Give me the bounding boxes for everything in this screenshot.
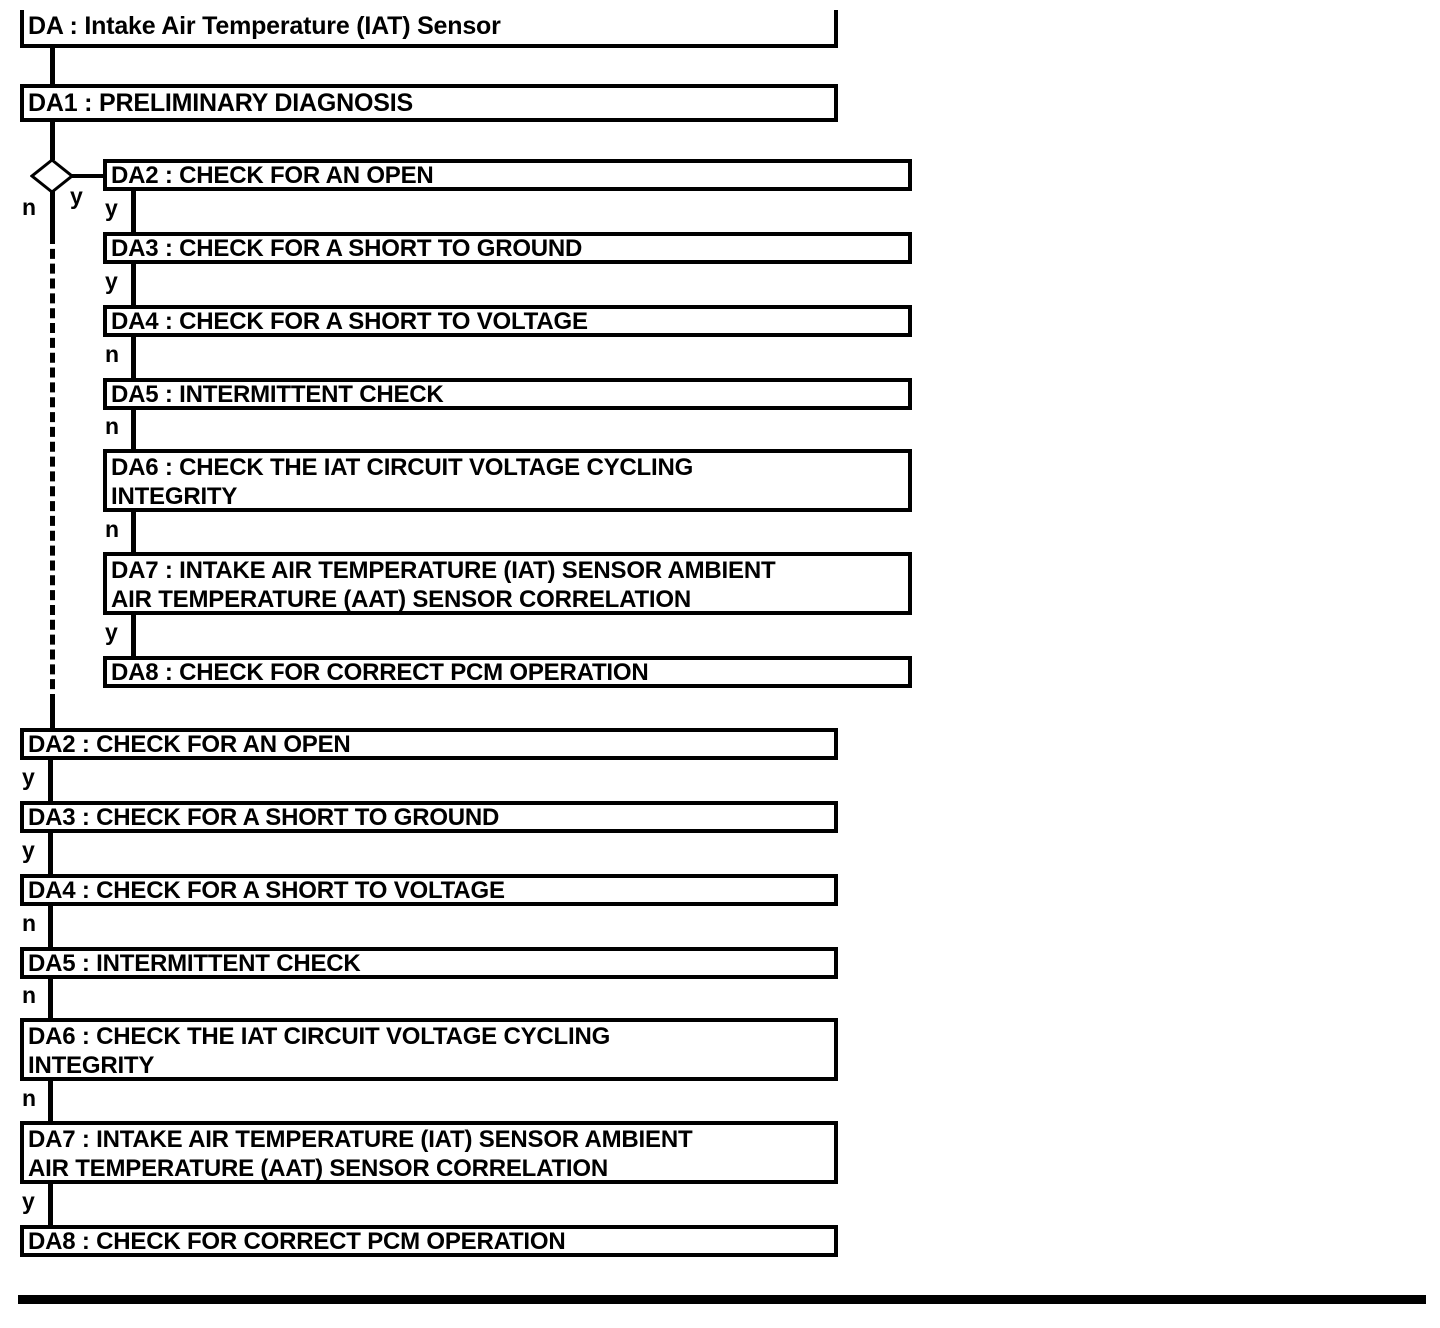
node-indent-da4[interactable]: DA4 : CHECK FOR A SHORT TO VOLTAGE xyxy=(103,305,912,337)
connector-da1-to-decision xyxy=(50,118,55,160)
branch-label-bottom-da5: n xyxy=(22,982,37,1008)
connector-indent-da7-to-da8 xyxy=(131,613,136,657)
branch-label-decision-no: n xyxy=(22,194,37,220)
node-bottom-da4[interactable]: DA4 : CHECK FOR A SHORT TO VOLTAGE xyxy=(20,874,838,906)
node-bottom-da2[interactable]: DA2 : CHECK FOR AN OPEN xyxy=(20,728,838,760)
branch-label-indent-da3: y xyxy=(105,268,118,294)
spine-dashed-left xyxy=(50,234,55,704)
branch-label-indent-da2: y xyxy=(105,195,118,221)
branch-label-decision-yes: y xyxy=(70,183,83,209)
connector-bottom-da7-to-da8 xyxy=(48,1182,53,1226)
connector-bottom-da5-to-da6 xyxy=(48,977,53,1019)
branch-label-bottom-da2: y xyxy=(22,764,35,790)
spine-tail-to-bottom-da2 xyxy=(50,700,55,728)
connector-decision-to-da2 xyxy=(70,174,108,178)
node-da1[interactable]: DA1 : PRELIMINARY DIAGNOSIS xyxy=(20,84,838,122)
connector-bottom-da4-to-da5 xyxy=(48,904,53,948)
branch-label-indent-da7: y xyxy=(105,619,118,645)
node-bottom-da7[interactable]: DA7 : INTAKE AIR TEMPERATURE (IAT) SENSO… xyxy=(20,1121,838,1184)
branch-label-bottom-da4: n xyxy=(22,910,37,936)
node-bottom-da6[interactable]: DA6 : CHECK THE IAT CIRCUIT VOLTAGE CYCL… xyxy=(20,1018,838,1081)
connector-indent-da5-to-da6 xyxy=(131,408,136,450)
connector-bottom-da2-to-da3 xyxy=(48,758,53,802)
decision-diamond[interactable] xyxy=(29,158,75,194)
node-da-title[interactable]: DA : Intake Air Temperature (IAT) Sensor xyxy=(20,10,838,48)
node-indent-da2[interactable]: DA2 : CHECK FOR AN OPEN xyxy=(103,159,912,191)
footer-divider xyxy=(18,1295,1426,1304)
connector-decision-no-stem xyxy=(50,190,55,234)
connector-title-to-da1 xyxy=(50,44,55,84)
connector-indent-da6-to-da7 xyxy=(131,510,136,553)
branch-label-bottom-da3: y xyxy=(22,837,35,863)
connector-bottom-da3-to-da4 xyxy=(48,831,53,875)
node-indent-da5[interactable]: DA5 : INTERMITTENT CHECK xyxy=(103,378,912,410)
branch-label-bottom-da6: n xyxy=(22,1085,37,1111)
branch-label-indent-da4: n xyxy=(105,341,120,367)
node-bottom-da5[interactable]: DA5 : INTERMITTENT CHECK xyxy=(20,947,838,979)
connector-bottom-da6-to-da7 xyxy=(48,1079,53,1122)
node-bottom-da8[interactable]: DA8 : CHECK FOR CORRECT PCM OPERATION xyxy=(20,1225,838,1257)
branch-label-indent-da5: n xyxy=(105,413,120,439)
node-indent-da8[interactable]: DA8 : CHECK FOR CORRECT PCM OPERATION xyxy=(103,656,912,688)
node-bottom-da3[interactable]: DA3 : CHECK FOR A SHORT TO GROUND xyxy=(20,801,838,833)
branch-label-bottom-da7: y xyxy=(22,1188,35,1214)
connector-indent-da2-to-da3 xyxy=(131,189,136,233)
node-indent-da6[interactable]: DA6 : CHECK THE IAT CIRCUIT VOLTAGE CYCL… xyxy=(103,449,912,512)
node-indent-da3[interactable]: DA3 : CHECK FOR A SHORT TO GROUND xyxy=(103,232,912,264)
connector-indent-da4-to-da5 xyxy=(131,335,136,379)
connector-indent-da3-to-da4 xyxy=(131,262,136,306)
node-indent-da7[interactable]: DA7 : INTAKE AIR TEMPERATURE (IAT) SENSO… xyxy=(103,552,912,615)
branch-label-indent-da6: n xyxy=(105,516,120,542)
